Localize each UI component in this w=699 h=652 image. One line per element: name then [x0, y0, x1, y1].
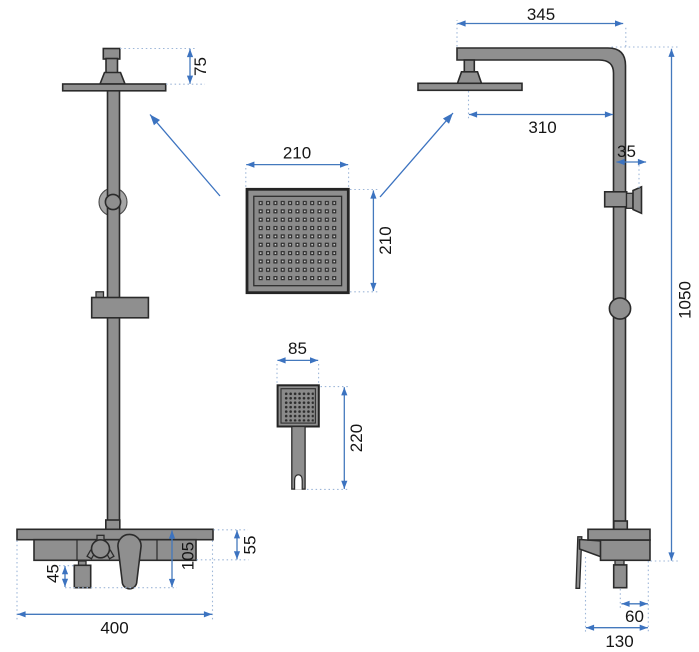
mixer-body-side [599, 539, 651, 562]
rain-head-plate-front [61, 83, 167, 92]
dimension-label-220: 220 [347, 424, 366, 452]
handle-hook-notch [294, 474, 303, 490]
front-view [16, 47, 214, 590]
hand-shower-detail: 85 220 [276, 339, 366, 490]
head-cone-front [98, 71, 127, 85]
wall-mount-neck-side [625, 192, 634, 209]
dimension-label-55: 55 [241, 536, 260, 555]
pipe-base-fitting-front [105, 519, 121, 531]
detail-pointer-arrow-left [149, 114, 221, 197]
dimension-label-210-width: 210 [283, 144, 311, 163]
hose-outlet-front [73, 564, 92, 589]
dimension-label-35: 35 [617, 142, 636, 161]
hose-outlet-side [612, 564, 628, 589]
gimbal-joint-inner-front [104, 193, 122, 211]
wall-mount-flange-side [632, 185, 643, 215]
dimension-label-310: 310 [528, 118, 556, 137]
side-view-dimensions: 345 310 35 1050 60 130 [456, 5, 695, 651]
dimension-label-45: 45 [44, 564, 63, 583]
rain-head-nozzle-grid [256, 199, 339, 283]
shelf-front [16, 528, 214, 541]
dimension-label-105: 105 [179, 542, 198, 570]
head-stem-front [105, 57, 119, 74]
gimbal-joint-side [608, 297, 632, 320]
dimension-label-1050: 1050 [676, 281, 695, 319]
dimension-label-75: 75 [191, 57, 210, 76]
dimension-label-345: 345 [527, 5, 555, 24]
head-cone-side [456, 71, 483, 85]
dimension-label-130: 130 [605, 632, 633, 651]
head-stem-side [463, 59, 476, 74]
dimension-label-210-height: 210 [376, 226, 395, 254]
rain-head-detail: 210 210 [149, 112, 454, 295]
mixer-body-front [33, 538, 197, 562]
dimension-label-85: 85 [288, 339, 307, 358]
dimension-label-400: 400 [100, 619, 128, 638]
mixer-cap-side [587, 528, 651, 541]
mixer-lever-front [117, 533, 142, 590]
rain-head-plate-side [417, 82, 523, 92]
lever-hub-side [578, 538, 603, 559]
side-view [417, 47, 651, 589]
dimension-label-60: 60 [625, 607, 644, 626]
head-top-fitting-front [102, 47, 121, 60]
handset-nozzle-grid [283, 391, 314, 422]
diverter-knob-front [90, 538, 111, 559]
front-view-dimensions: 75 55 105 45 400 [16, 47, 260, 638]
slider-bracket-front [90, 296, 150, 319]
detail-pointer-arrow-right [379, 112, 454, 198]
wall-bracket-block-side [603, 191, 628, 208]
